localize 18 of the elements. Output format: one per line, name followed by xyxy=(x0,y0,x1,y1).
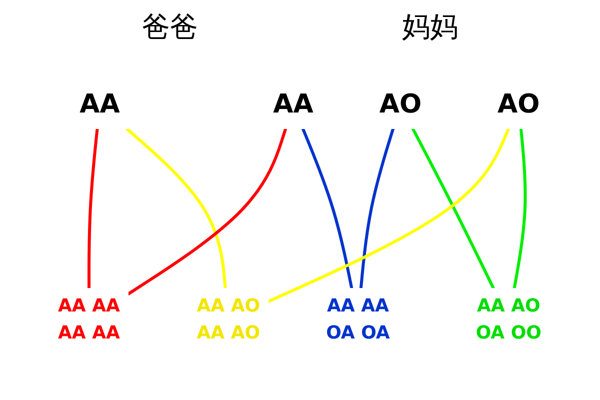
node-text: AA AO AA AO xyxy=(196,296,260,344)
connector xyxy=(360,128,395,289)
node-text: AA AA OA OA xyxy=(326,296,390,344)
connector xyxy=(513,128,527,289)
node-text: AO xyxy=(498,90,540,120)
connector xyxy=(268,128,510,303)
node-text: AA AA AA AA xyxy=(58,296,120,344)
node-text: AO xyxy=(380,90,422,120)
node-text: AA xyxy=(273,90,314,120)
connector xyxy=(127,128,288,296)
node-text: AA xyxy=(80,90,120,120)
connector xyxy=(302,128,354,289)
connector xyxy=(88,128,100,288)
parent-heading: 爸爸 xyxy=(142,9,198,45)
node-text: AA AO OA OO xyxy=(476,296,542,344)
parent-heading: 妈妈 xyxy=(402,9,458,45)
connector xyxy=(412,128,496,290)
connector xyxy=(126,127,228,289)
